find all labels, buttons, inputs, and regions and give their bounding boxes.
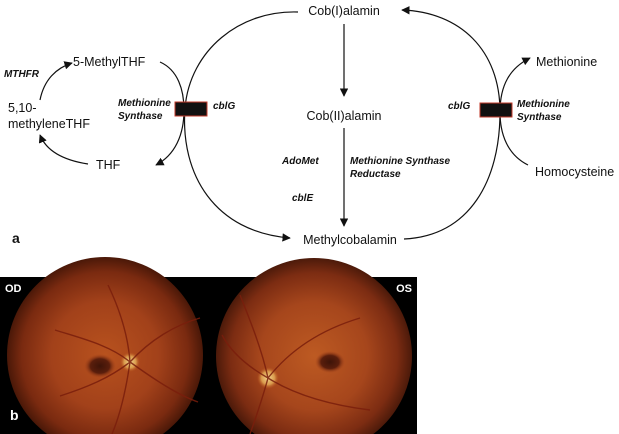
enzyme-ms-right-line1: Methionine [517,99,570,110]
enzyme-block-right [479,102,513,118]
enzyme-cblg-right: cblG [448,101,470,112]
enzyme-ms-right-line2: Synthase [517,112,562,123]
panel-label-b: b [10,407,19,423]
panel-b-fundus-photos: OD OS b [0,257,417,434]
fundus-od-image [7,257,203,434]
enzyme-block-left [174,101,208,117]
label-os: OS [396,283,412,295]
arrow-thf-to-methylenethf [38,134,89,165]
enzyme-cble: cblE [292,193,313,204]
enzyme-mthfr: MTHFR [4,69,40,80]
arc-left-cob1-to-methylcobalamin [183,11,299,242]
label-od: OD [5,283,22,295]
node-methylcobalamin: Methylcobalamin [303,233,397,247]
node-methylthf: 5-MethylTHF [73,55,146,69]
enzyme-ms-left-line2: Synthase [118,111,163,122]
cofactor-adomet: AdoMet [281,156,319,167]
enzyme-cblg-left: cblG [213,101,235,112]
node-cob1: Cob(I)alamin [308,4,380,18]
node-homocysteine: Homocysteine [535,165,614,179]
arrow-methylenethf-to-methylthf [39,61,73,101]
node-cob2: Cob(II)alamin [306,109,381,123]
node-methylenethf-line1: 5,10- [8,101,37,115]
arc-right-methylcobalamin-to-cob1 [401,6,501,240]
node-methionine: Methionine [536,55,597,69]
panel-a-pathway: Cob(I)alamin Cob(II)alamin Methylcobalam… [4,4,614,247]
enzyme-ms-left-line1: Methionine [118,98,171,109]
enzyme-msr-line1: Methionine Synthase [350,156,450,167]
panel-label-a: a [12,230,20,246]
node-methylenethf-line2: methyleneTHF [8,117,90,131]
enzyme-msr-line2: Reductase [350,169,401,180]
node-thf: THF [96,158,121,172]
fundus-os-image [216,258,412,434]
